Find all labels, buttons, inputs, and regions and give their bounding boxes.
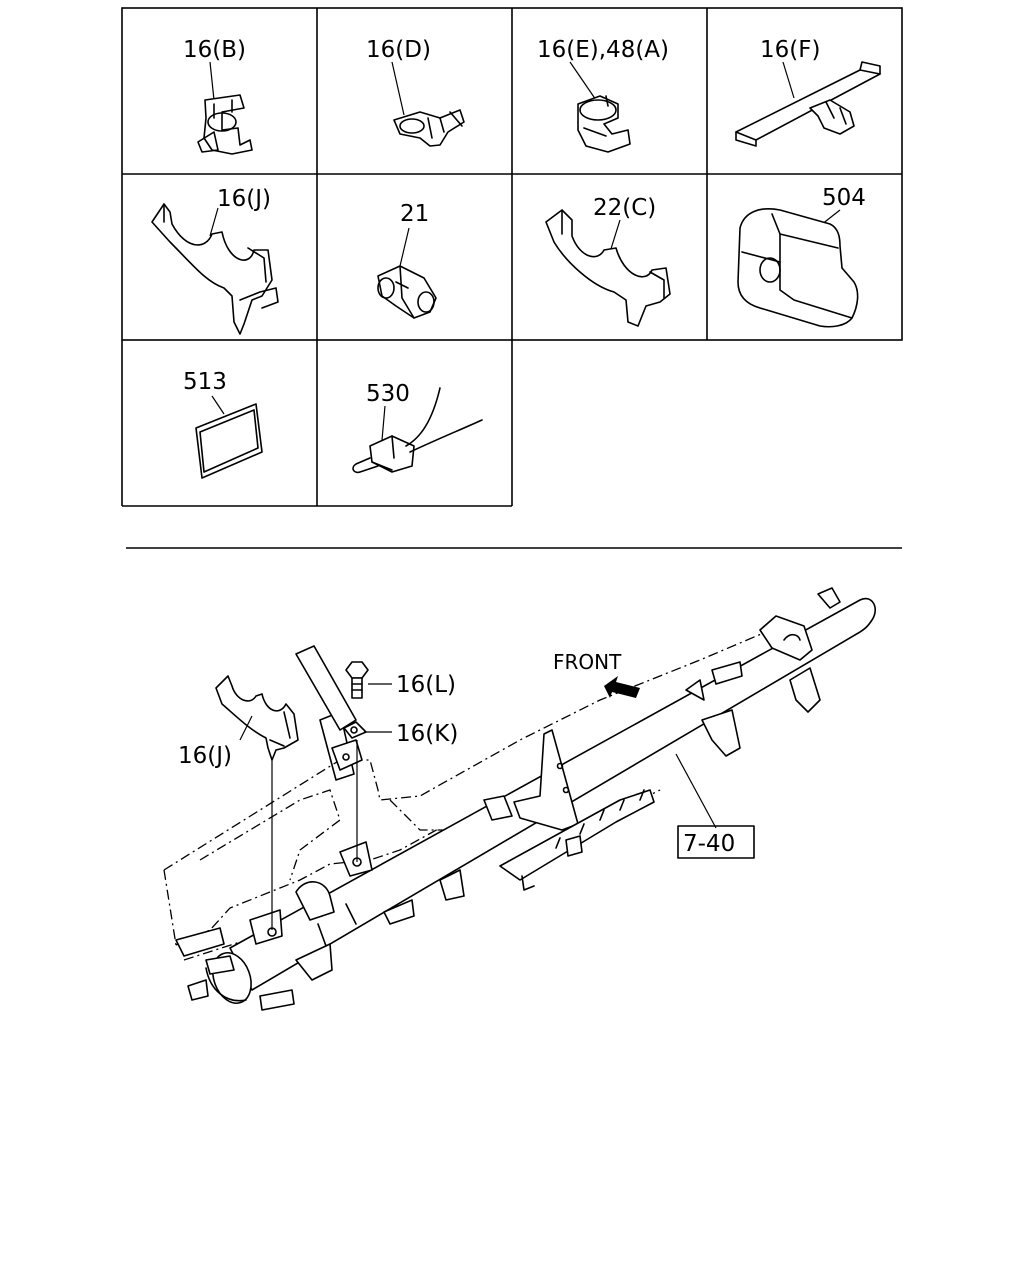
clip-16j-illustration [151,203,279,335]
part-cell-16d: 16(D) [366,37,465,147]
assembly-drawing [163,587,876,1011]
part-cell-21: 21 [377,201,437,319]
clip-16b-illustration [197,94,253,155]
frame-outline [163,625,781,961]
clip-21-illustration [377,265,437,319]
part-label: 530 [366,381,410,407]
part-cell-16j: 16(J) [151,186,279,335]
cover-504-illustration [737,208,859,328]
tube-brackets [175,587,841,1011]
bolt-16l [345,661,392,867]
part-label: 16(D) [366,37,431,63]
front-arrow [604,676,640,698]
part-cell-513: 513 [183,369,263,479]
part-cell-504: 504 [737,185,866,328]
part-label: 16(J) [217,186,271,212]
part-label: 22(C) [593,195,656,221]
ref-7-40-box [677,825,755,859]
part-cell-22c: 22(C) [545,195,671,327]
front-label: FRONT [553,650,622,674]
clip-530-illustration [352,387,483,474]
part-cell-16b: 16(B) [183,37,253,155]
callout-16k: 16(K) [396,721,458,747]
clip-16e-illustration [577,95,631,153]
part-label: 513 [183,369,227,395]
clip-22c-illustration [545,209,671,327]
part-cell-16e-48a: 16(E),48(A) [537,37,669,153]
ref-7-40-label: 7-40 [683,831,735,857]
part-cell-16f: 16(F) [735,37,881,147]
part-label: 16(B) [183,37,246,63]
callout-16l: 16(L) [396,672,456,698]
part-label: 16(E),48(A) [537,37,669,63]
part-label: 504 [822,185,866,211]
part-cell-530: 530 [352,381,483,474]
callout-16j: 16(J) [178,743,232,769]
clip-16j-assembly [215,675,299,937]
parts-grid [121,7,903,507]
clip-16d-illustration [393,109,465,147]
part-label: 21 [400,201,429,227]
part-label: 16(F) [760,37,820,63]
pad-513-illustration [195,403,263,479]
strap-16f-illustration [735,61,881,147]
